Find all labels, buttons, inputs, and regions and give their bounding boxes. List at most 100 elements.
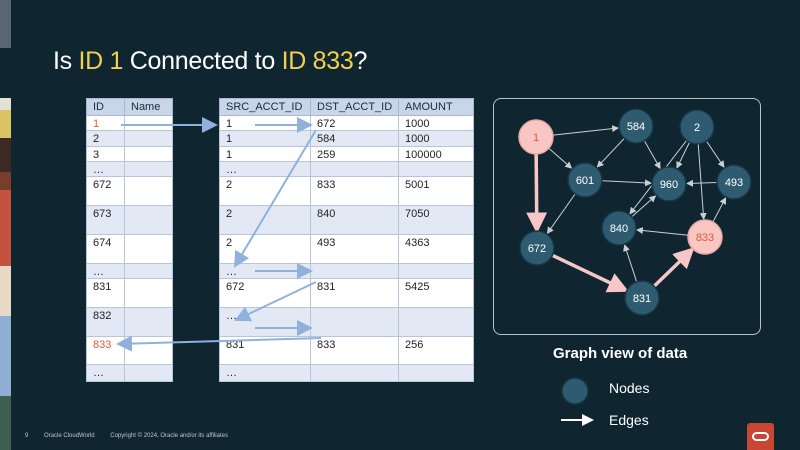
graph-node (567, 162, 603, 198)
src-acct-id-cell: … (219, 364, 311, 382)
decorative-stripe (0, 172, 11, 190)
account-name-cell (124, 176, 173, 206)
graph-node-label: 833 (696, 232, 714, 244)
src-acct-id-cell: 1 (219, 130, 311, 147)
decorative-stripe (0, 138, 11, 172)
account-id-cell: … (86, 161, 125, 177)
title-part: Is (53, 47, 79, 75)
table-row: 674 (86, 234, 173, 264)
table-row: … (86, 364, 173, 382)
graph-node-label: 493 (725, 177, 743, 189)
table-row: … (219, 364, 474, 382)
decorative-stripe (0, 0, 11, 48)
graph-node (651, 166, 687, 202)
copyright-notice: Copyright © 2024, Oracle and/or its affi… (110, 433, 228, 439)
decorative-stripe (0, 110, 11, 138)
amount-cell: 5001 (398, 176, 474, 206)
src-acct-id-cell: 2 (219, 205, 311, 235)
lookup-arrow (116, 335, 322, 352)
decorative-stripe (0, 190, 11, 266)
graph-node-label: 584 (627, 121, 645, 133)
graph-node-label: 601 (576, 175, 594, 187)
amount-cell (398, 307, 474, 337)
src-acct-id-cell: 1 (219, 146, 311, 162)
graph-node-label: 2 (694, 122, 700, 134)
graph-node (519, 230, 555, 266)
graph-edge (631, 195, 657, 218)
decorative-stripe (0, 396, 11, 450)
amount-cell (398, 161, 474, 177)
account-name-cell (124, 364, 173, 382)
account-name-cell (124, 205, 173, 235)
table-row: 832 (86, 307, 173, 337)
graph-edge (643, 140, 661, 170)
graph-edge (546, 193, 576, 235)
legend-edge-label: Edges (609, 412, 649, 428)
dst-acct-id-cell (310, 364, 399, 382)
table-row: 672 (86, 176, 173, 206)
src-acct-id-cell: 672 (219, 278, 311, 308)
dst-acct-id-cell: 831 (310, 278, 399, 308)
amount-cell: 256 (398, 336, 474, 365)
account-name-cell (124, 130, 173, 147)
account-id-cell: 672 (86, 176, 125, 206)
table-row: … (86, 263, 173, 279)
decorative-stripe (0, 98, 11, 110)
graph-node (624, 280, 660, 316)
table-row: 831 (86, 278, 173, 308)
amount-cell (398, 263, 474, 279)
graph-edge (601, 179, 653, 187)
dst-acct-id-cell: 584 (310, 130, 399, 147)
title-part: Connected to (123, 47, 282, 75)
slide-footer: 9 Oracle CloudWorld Copyright © 2024, Or… (25, 433, 242, 439)
graph-edge (712, 197, 727, 223)
account-id-cell: 832 (86, 307, 125, 337)
title-part: ? (353, 47, 368, 75)
title-source-id: ID 1 (78, 47, 124, 75)
lookup-arrow (233, 129, 317, 268)
page-number: 9 (25, 433, 29, 439)
table-row: … (219, 161, 474, 177)
graph-node (518, 119, 554, 155)
column-header-src-acct-id: SRC_ACCT_ID (219, 98, 311, 116)
decorative-stripe (0, 316, 11, 396)
amount-cell: 7050 (398, 205, 474, 235)
dst-acct-id-cell: 493 (310, 234, 399, 264)
lookup-arrow (234, 281, 317, 322)
decorative-stripe (0, 266, 11, 316)
src-acct-id-cell: 1 (219, 115, 311, 131)
graph-edge (552, 125, 620, 136)
table-row: … (86, 161, 173, 177)
column-header-amount: AMOUNT (398, 98, 474, 116)
graph-edge (623, 244, 638, 283)
account-name-cell (124, 115, 173, 131)
graph-edge (706, 140, 725, 168)
account-id-cell: … (86, 263, 125, 279)
path-edge (526, 153, 548, 234)
graph-panel (493, 98, 761, 335)
legend-node-label: Nodes (609, 380, 650, 396)
graph-edge (676, 142, 690, 169)
column-header-dst-acct-id: DST_ACCT_ID (310, 98, 399, 116)
account-id-cell: 3 (86, 146, 125, 162)
table-row: 3 (86, 146, 173, 162)
title-target-id: ID 833 (281, 47, 354, 75)
account-name-cell (124, 278, 173, 308)
graph-node (601, 210, 637, 246)
oracle-logo (747, 423, 774, 450)
table-row: 673 (86, 205, 173, 235)
amount-cell (398, 364, 474, 382)
legend-node-icon (561, 377, 589, 405)
event-name: Oracle CloudWorld (44, 433, 95, 439)
graph-node (716, 164, 752, 200)
